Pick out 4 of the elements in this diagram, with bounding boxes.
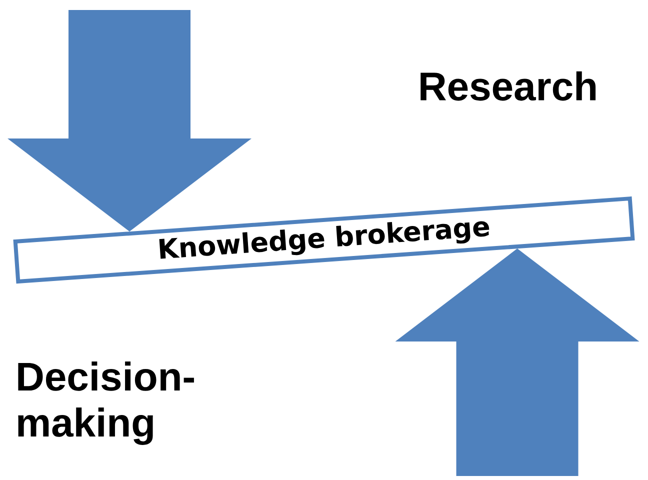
block-arrow [395, 248, 640, 476]
block-arrow [8, 10, 252, 232]
heading-text: Decision-making [18, 362, 194, 445]
heading-text: Research [420, 71, 596, 101]
